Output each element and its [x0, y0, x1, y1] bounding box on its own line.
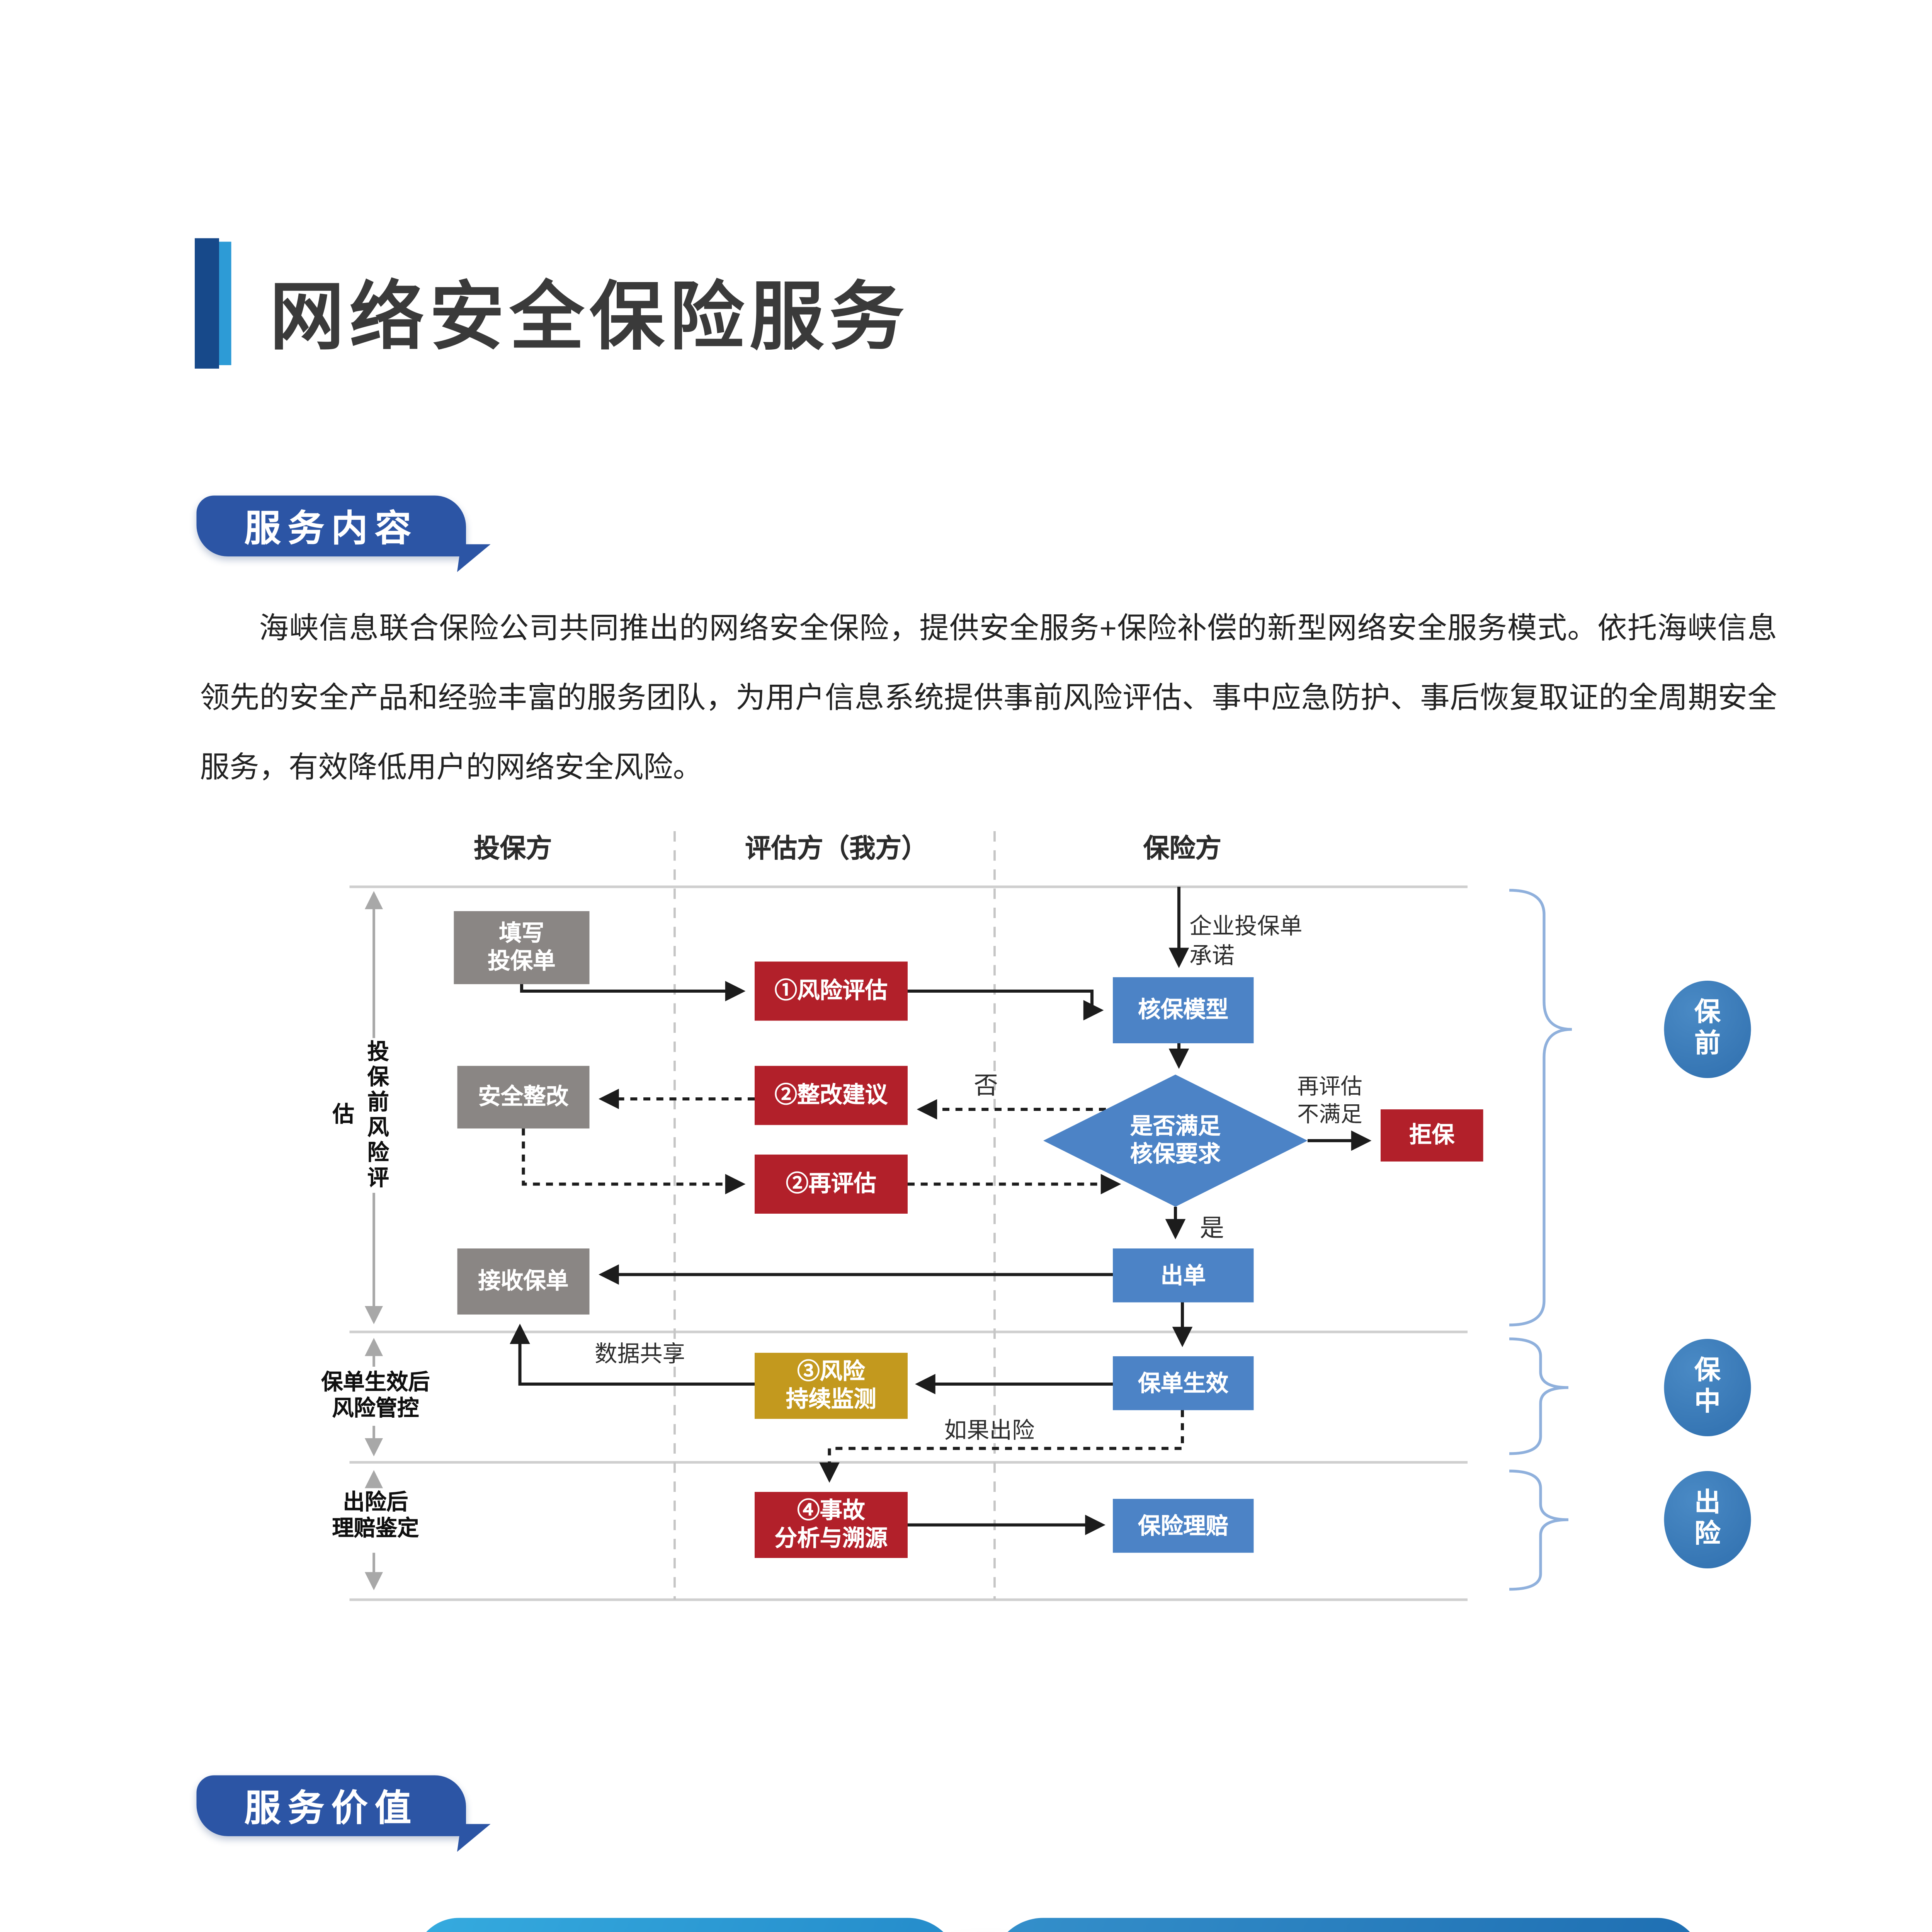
edge-label-data-sharing: 数据共享	[595, 1340, 685, 1367]
flowchart-edges	[510, 887, 1372, 1535]
edge-fillform-to-riskassess	[520, 981, 746, 1002]
edge-securityfix-to-reassess	[522, 1128, 746, 1194]
title-accent-bar-dark	[195, 238, 219, 369]
edge-monitor-to-receive	[510, 1323, 755, 1386]
column-header-policyholder: 投保方	[474, 835, 552, 864]
section-badge-service-value: 服务价值	[196, 1775, 466, 1836]
edge-label-reassess-not-satisfied: 再评估 不满足	[1297, 1075, 1362, 1127]
brace-incident	[1509, 1469, 1569, 1591]
flow-node-continuous-risk-monitoring: ③风险 持续监测	[755, 1353, 908, 1419]
edge-label-yes: 是	[1200, 1214, 1224, 1242]
flow-node-insurance-claim: 保险理赔	[1113, 1499, 1254, 1553]
edge-label-corporate-application: 企业投保单 承诺	[1189, 913, 1303, 969]
section-badge-service-content: 服务内容	[196, 495, 466, 556]
flow-node-rectify-suggestions: ②整改建议	[755, 1066, 908, 1125]
lane-label-pre-policy-risk-assessment: 投保前风险评估	[328, 1039, 388, 1190]
phase-bubble-in-policy: 保 中	[1664, 1339, 1751, 1436]
flow-node-decline-coverage: 拒保	[1381, 1109, 1483, 1162]
edge-label-no: 否	[974, 1071, 998, 1099]
edge-effective-to-analysis	[819, 1410, 1184, 1483]
column-header-evaluator: 评估方（我方）	[745, 835, 928, 864]
phase-braces	[1509, 889, 1572, 1591]
service-content-paragraph: 海峡信息联合保险公司共同推出的网络安全保险，提供安全服务+保险补偿的新型网络安全…	[200, 612, 1777, 784]
phase-bubble-incident: 出 险	[1664, 1471, 1751, 1568]
phase-bubble-pre-policy: 保 前	[1664, 981, 1751, 1078]
column-header-insurer: 保险方	[1143, 835, 1222, 864]
edge-label-if-incident: 如果出险	[944, 1417, 1035, 1444]
value-card-economic-compensation: 实现经济补偿	[414, 1918, 960, 1932]
flow-node-security-rectification: 安全整改	[457, 1066, 590, 1129]
title-accent-bar-light	[219, 242, 231, 365]
page-title: 网络安全保险服务	[269, 276, 910, 360]
flow-node-underwriting-model: 核保模型	[1113, 977, 1254, 1043]
flow-node-risk-assessment: ①风险评估	[755, 961, 908, 1021]
flow-node-receive-policy: 接收保单	[457, 1248, 590, 1315]
edge-riskassess-to-model	[908, 989, 1104, 1020]
value-card-compliance: 满足合规要求	[991, 1918, 1702, 1932]
flow-node-issue-policy: 出单	[1113, 1248, 1254, 1303]
brace-pre-policy	[1509, 889, 1572, 1327]
flow-node-incident-analysis-tracing: ④事故 分析与溯源	[755, 1492, 908, 1558]
lane-label-post-effective-risk-control: 保单生效后 风险管控	[321, 1370, 430, 1421]
flowchart-grid	[349, 831, 1468, 1601]
lane-label-post-incident-claim: 出险后 理赔鉴定	[332, 1490, 419, 1541]
brace-in-policy	[1509, 1337, 1569, 1455]
flow-node-policy-effective: 保单生效	[1113, 1356, 1254, 1410]
flow-node-reassessment: ②再评估	[755, 1155, 908, 1214]
flow-node-fill-application: 填写 投保单	[454, 911, 590, 984]
